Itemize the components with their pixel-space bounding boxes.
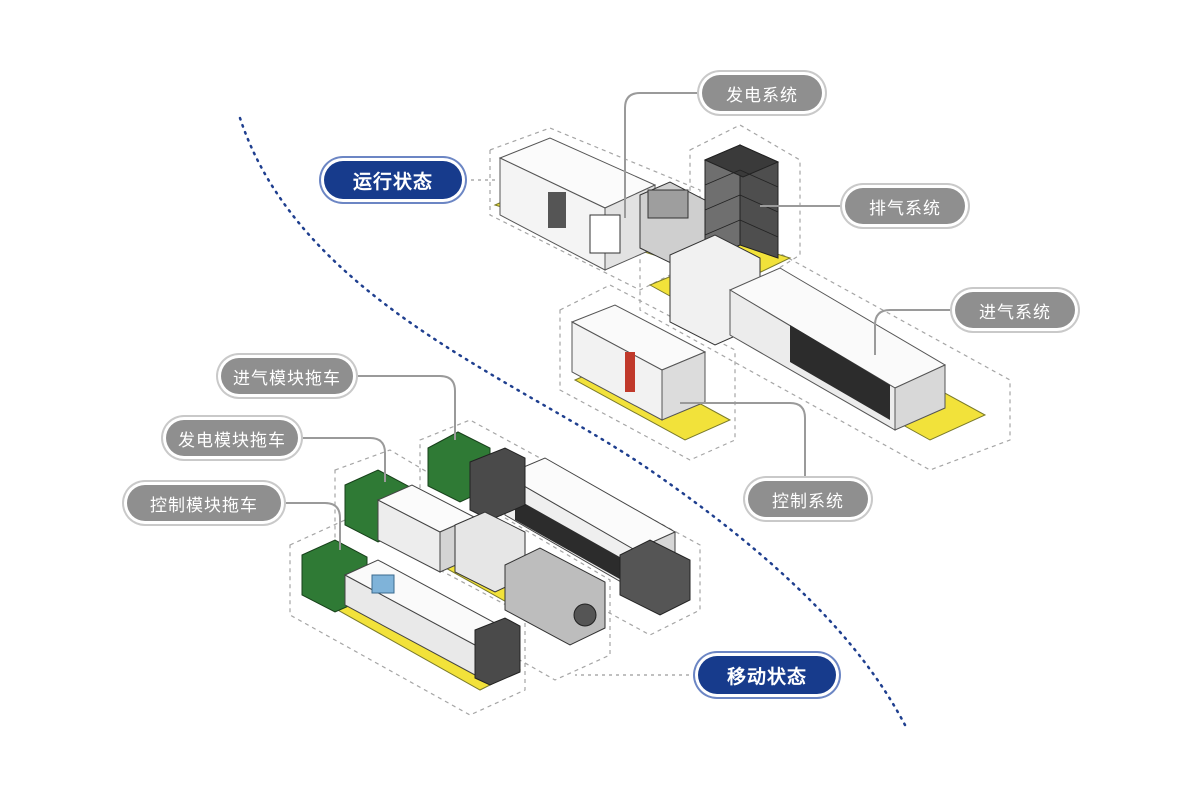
control-outline xyxy=(559,284,736,461)
moving-outline-power xyxy=(334,449,611,681)
intake-system-label: 进气系统 xyxy=(955,292,1075,328)
control-trailer-label: 控制模块拖车 xyxy=(127,485,281,521)
leader-control-trailer xyxy=(281,502,341,550)
intake-trailer-label: 进气模块拖车 xyxy=(221,358,353,394)
state-leader-lines xyxy=(464,179,696,676)
running-assembly xyxy=(489,124,1011,471)
moving-outline-control xyxy=(289,519,526,716)
leader-control xyxy=(680,402,806,480)
intake-outline xyxy=(639,214,1011,471)
turbine-box xyxy=(647,189,689,219)
state-divider-curve xyxy=(238,116,907,727)
control-blue-tank xyxy=(371,574,395,594)
leader-lines xyxy=(281,92,953,550)
control-system-label: 控制系统 xyxy=(748,481,868,517)
exhaust-grid xyxy=(704,169,779,238)
intake-louvers xyxy=(790,325,890,420)
power-system-label: 发电系统 xyxy=(702,75,822,111)
leader-intake-trailer xyxy=(353,375,456,440)
leader-intake xyxy=(874,309,953,355)
intake-trailer-stack xyxy=(469,447,526,521)
running-state-label: 运行状态 xyxy=(324,161,462,199)
leader-power-trailer xyxy=(298,437,386,482)
intake-trailer-rear-module xyxy=(619,539,691,616)
exhaust-system-label: 排气系统 xyxy=(845,188,965,224)
moving-state-label: 移动状态 xyxy=(698,656,836,694)
generator-panel xyxy=(589,214,621,254)
moving-assembly xyxy=(289,419,701,716)
power-trailer-label: 发电模块拖车 xyxy=(166,420,298,456)
exhaust-stack-top xyxy=(703,144,780,178)
power-generator-fan xyxy=(573,603,597,627)
control-rear-stack xyxy=(474,617,521,686)
intake-container-side xyxy=(894,364,946,431)
leader-power xyxy=(624,92,700,218)
intake-trailer-louvers xyxy=(515,498,625,582)
control-cabinet xyxy=(625,352,635,392)
generator-door xyxy=(548,192,566,228)
